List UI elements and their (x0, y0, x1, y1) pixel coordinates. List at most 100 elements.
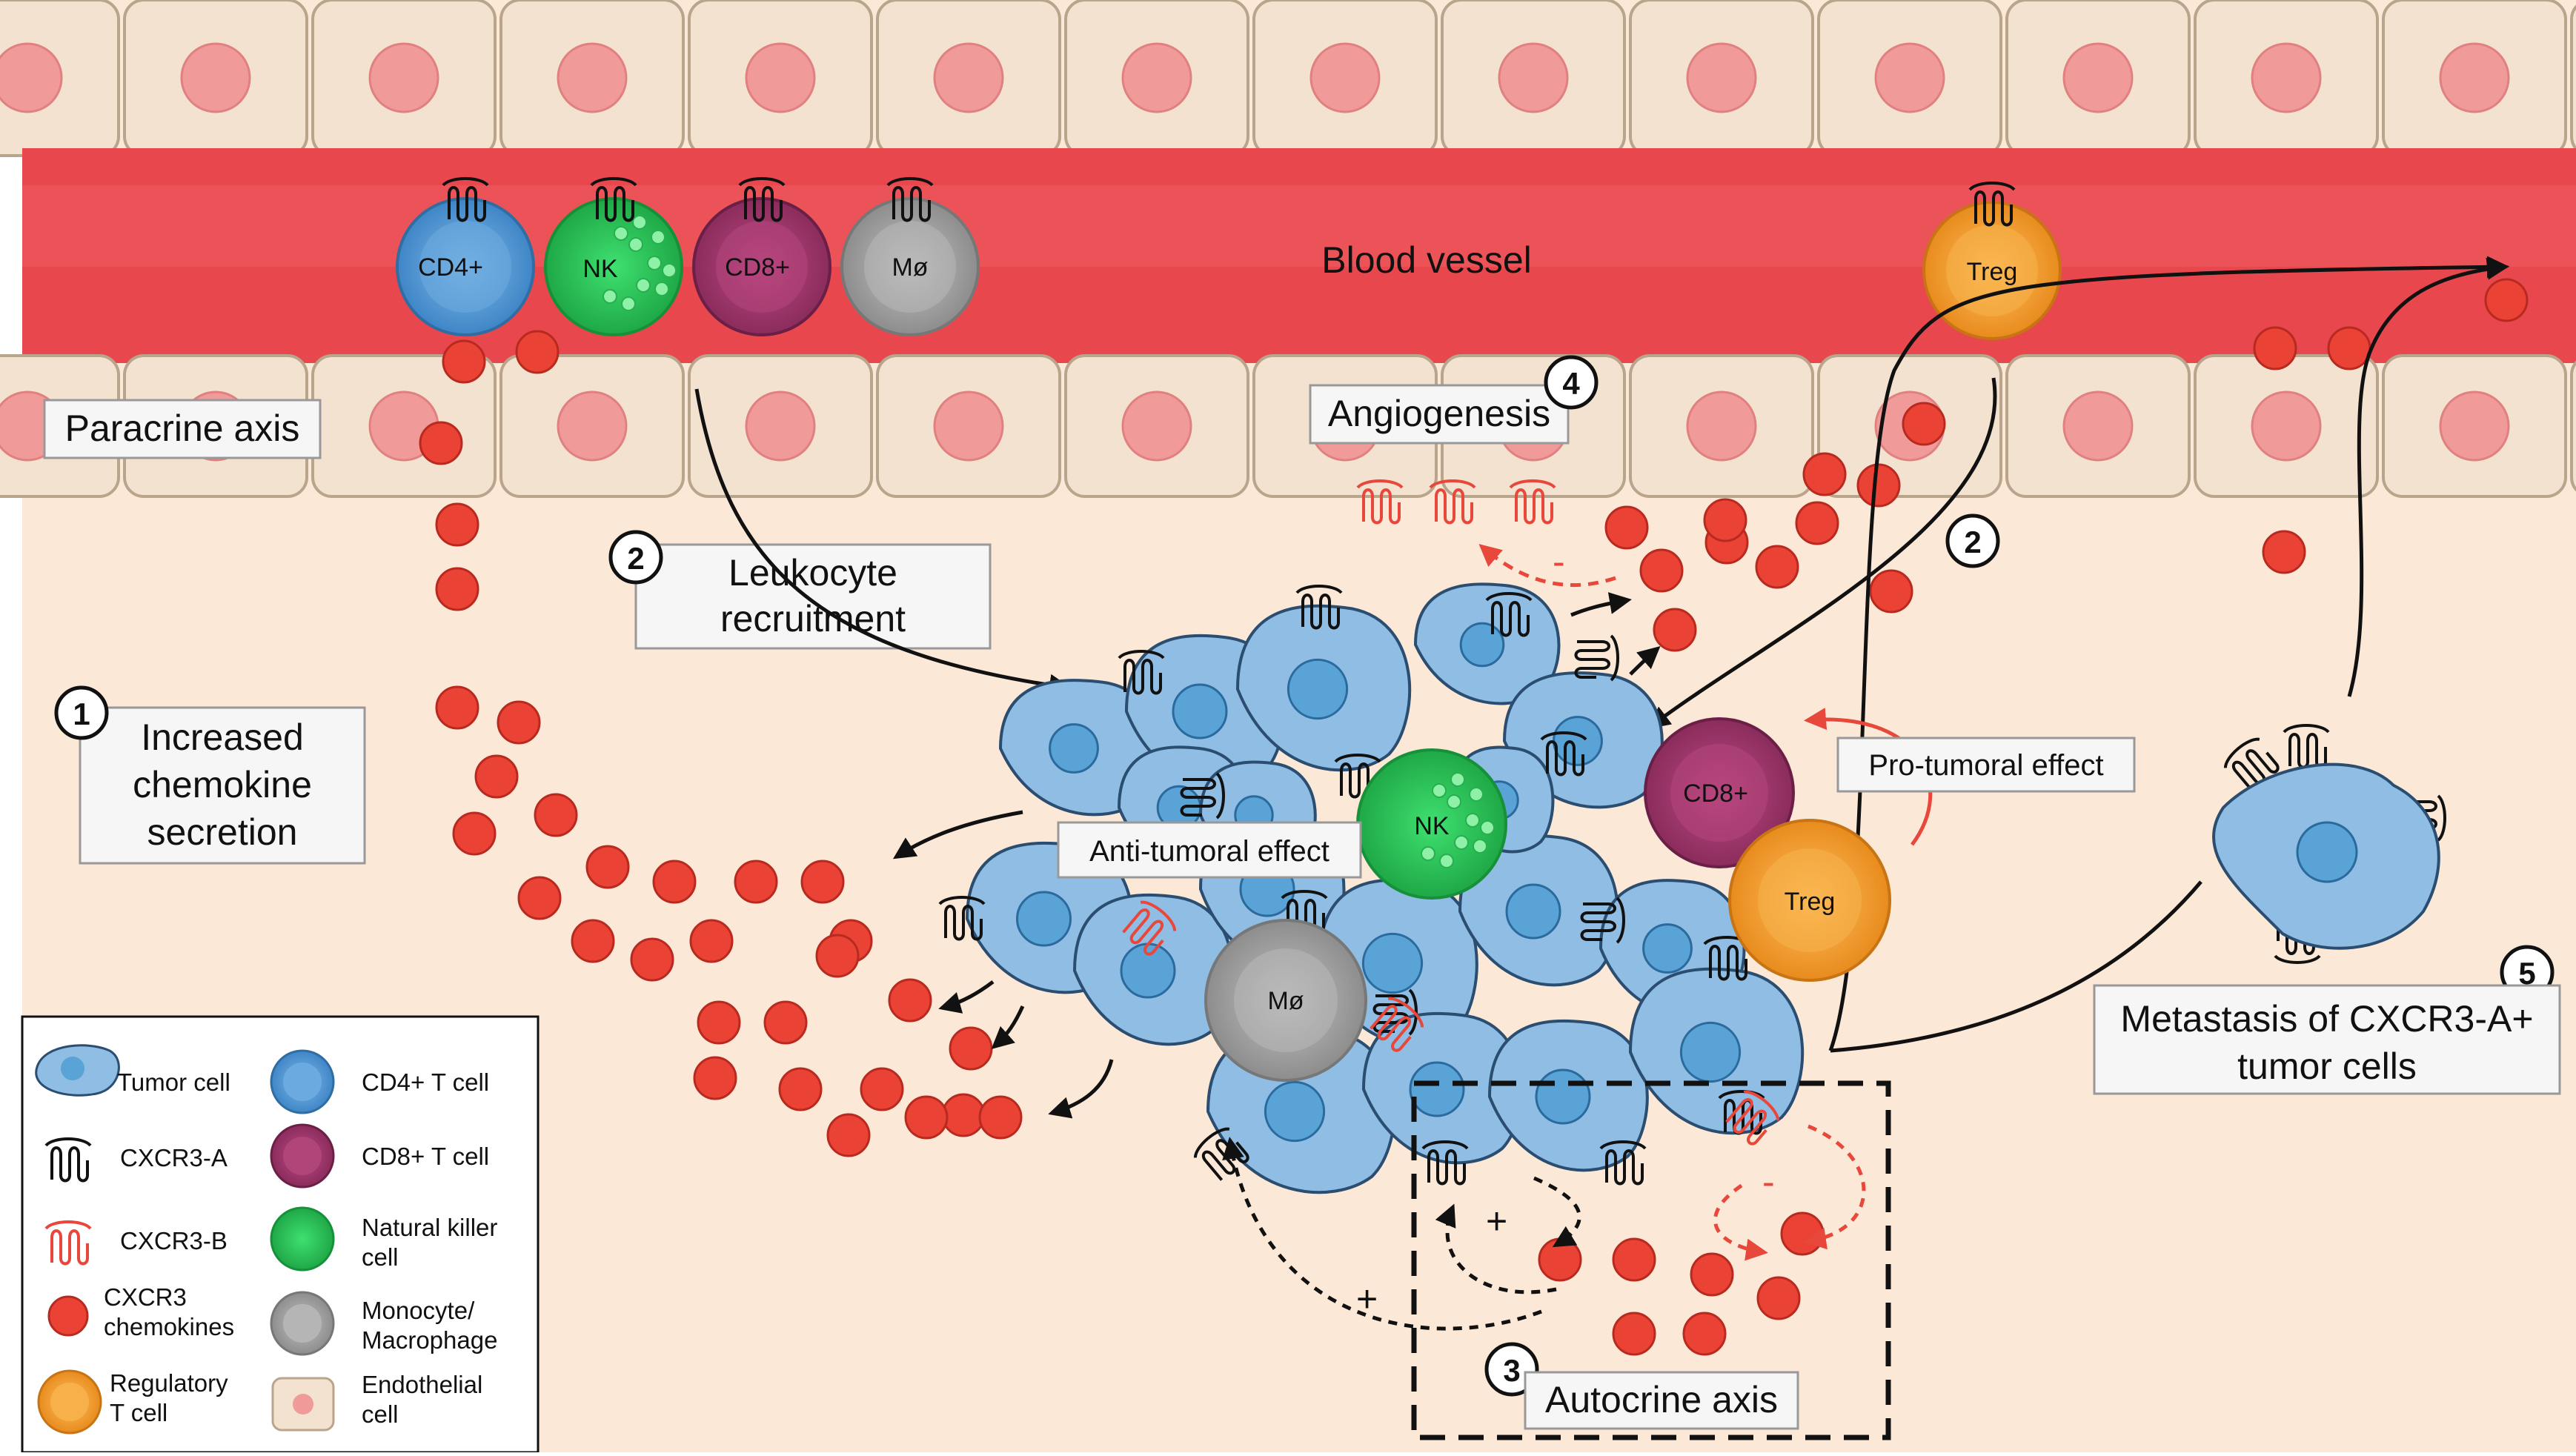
svg-text:1: 1 (73, 697, 90, 731)
chemokine-dot (1653, 608, 1697, 652)
chemokine-dot (435, 685, 479, 730)
endothelial-cell (688, 354, 873, 498)
endothelial-cell (1252, 0, 1438, 157)
endothelial-cell (2005, 0, 2191, 157)
autocrine-minus: - (1762, 1161, 1775, 1203)
svg-text:CD8+: CD8+ (725, 253, 790, 282)
cxcr3-a-receptor (1574, 634, 1619, 682)
svg-text:secretion: secretion (147, 811, 298, 853)
cxcr3-a-receptor (938, 896, 986, 941)
nk-granule (1421, 846, 1435, 861)
svg-text:3: 3 (1503, 1353, 1520, 1388)
endothelial-cell (876, 354, 1061, 498)
cd8-cell-tumor: CD8+ (1644, 717, 1795, 868)
cxcr3-a-receptor (1968, 182, 2016, 227)
svg-text:CXCR3: CXCR3 (104, 1283, 187, 1311)
nk-granule (1465, 813, 1480, 828)
endothelial-cell (1629, 0, 1814, 157)
chemokine-dot (497, 700, 541, 745)
svg-text:Anti-tumoral effect: Anti-tumoral effect (1089, 835, 1330, 868)
angiogenesis-box: Angiogenesis (1309, 384, 1570, 445)
svg-text:NK: NK (582, 255, 618, 283)
cd8-cell-vessel: CD8+ (692, 197, 831, 336)
nk-cell-tumor: NK (1356, 748, 1507, 900)
chemokine-dot (419, 421, 463, 465)
svg-text:4: 4 (1562, 366, 1580, 401)
chemokine-dot (452, 811, 497, 856)
chemokine-dot (1612, 1237, 1656, 1282)
chemokine-dot (1690, 1252, 1734, 1297)
svg-text:Increased: Increased (141, 717, 304, 758)
svg-text:Mø: Mø (892, 253, 928, 282)
nk-granule (662, 263, 677, 278)
nk-cell-vessel: NK (544, 197, 683, 336)
autocrine-plus-1: + (1486, 1200, 1507, 1242)
chemokine-dot (1869, 569, 1913, 614)
macrophage-cell-vessel: Mø (840, 197, 980, 336)
chemokine-dot (1703, 498, 1747, 542)
endothelial-cell (1441, 0, 1626, 157)
chemokine-dot (630, 937, 674, 982)
cxcr3-b-receptor (1509, 479, 1556, 525)
cxcr3-a-receptor (590, 177, 637, 222)
svg-text:chemokines: chemokines (104, 1313, 234, 1340)
cxcr3-a-receptor (738, 177, 786, 222)
chemokine-dot (652, 860, 697, 904)
autocrine-plus-2: + (1356, 1278, 1378, 1320)
nk-granule (654, 282, 669, 296)
angiogenesis-minus: - (1553, 541, 1565, 582)
chemokine-dot (888, 978, 932, 1023)
nk-granule (632, 215, 647, 230)
endothelial-cell (2194, 0, 2379, 157)
nk-granule (1439, 854, 1454, 868)
chemokine-dot (949, 1026, 993, 1071)
chemokine-dot (517, 876, 562, 920)
chemokine-dot (1604, 505, 1649, 550)
svg-text:Autocrine axis: Autocrine axis (1545, 1379, 1778, 1420)
chemokine-dot (474, 754, 519, 799)
chemokine-dot (585, 845, 630, 889)
cd4-cell-vessel: CD4+ (396, 197, 535, 336)
cxcr3-a-receptor (886, 177, 934, 222)
chemokine-dot (2253, 326, 2297, 370)
step-4-badge: 4 (1544, 355, 1599, 410)
cxcr3-b-icon (44, 1220, 92, 1266)
endothelial-cell (876, 0, 1061, 157)
chemokine-dot (941, 1093, 986, 1137)
endothelial-cell (499, 0, 685, 157)
cxcr3-a-icon (44, 1137, 92, 1183)
svg-text:recruitment: recruitment (720, 598, 906, 639)
chemokine-dot (689, 919, 734, 963)
chemokine-dot (1902, 402, 1946, 446)
nk-granule (614, 226, 628, 241)
chemokine-dot (435, 502, 479, 547)
chemokine-dot (800, 860, 845, 904)
tumor-cell (1628, 967, 1805, 1135)
cxcr3-b-receptor (1122, 900, 1177, 956)
svg-text:Pro-tumoral effect: Pro-tumoral effect (1868, 749, 2103, 782)
endothelial-cell (1629, 354, 1814, 498)
nk-granule (621, 296, 636, 311)
svg-text:Endothelial: Endothelial (362, 1371, 482, 1398)
cxcr3-b-receptors-angiogenesis (1356, 479, 1556, 525)
cxcr3-a-receptor (1540, 731, 1587, 777)
endothelial-cell (123, 0, 308, 157)
svg-text:CD4+: CD4+ (418, 253, 483, 282)
endothelial-cell (2570, 4, 2576, 151)
svg-text:cell: cell (362, 1400, 399, 1428)
endothelial-cell (1064, 0, 1249, 157)
chemokine-dot (826, 1113, 871, 1157)
svg-text:Treg: Treg (1785, 888, 1836, 916)
chemokine-dot (734, 860, 778, 904)
chemokine-dot (1756, 1276, 1801, 1320)
endothelial-cell (311, 0, 497, 157)
endothelial-cell (2194, 354, 2379, 498)
endothelial-cell (499, 354, 685, 498)
endothelial-cell (1817, 0, 2002, 157)
chemokine-dot (534, 793, 578, 837)
chemokine-dot (2484, 278, 2529, 322)
step-2-badge-left: 2 (608, 530, 663, 585)
endothelial-cell (2005, 354, 2191, 498)
endothelial-row-bottom (0, 354, 2576, 498)
